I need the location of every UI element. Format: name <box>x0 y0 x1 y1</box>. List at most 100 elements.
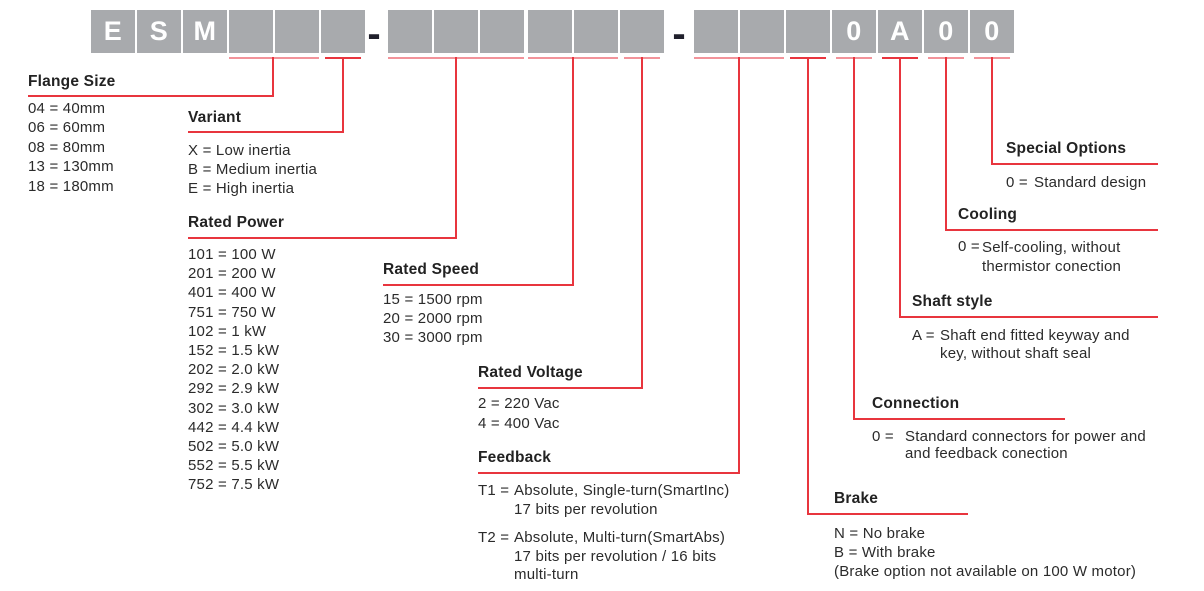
brake-item: N = No brake <box>834 525 926 542</box>
rated-speed-item: 15 = 1500 rpm <box>383 291 483 308</box>
section-title-brake: Brake <box>834 490 879 507</box>
cooling-code: 0 = <box>958 238 980 255</box>
code-box-brake <box>786 10 830 53</box>
connector-variant-vertical <box>342 57 344 131</box>
section-title-special-options: Special Options <box>1006 140 1127 157</box>
rated-power-item: 201 = 200 W <box>188 265 276 283</box>
connection-line: Standard connectors for power and <box>905 428 1146 445</box>
rated-power-items: 101 = 100 W 201 = 200 W 401 = 400 W 751 … <box>188 245 279 495</box>
rated-power-item: 102 = 1 kW <box>188 322 267 340</box>
section-title-rated-speed: Rated Speed <box>383 261 480 278</box>
underline-power <box>188 237 457 239</box>
code-box-flange-1 <box>229 10 273 53</box>
connection-option: 0 = Standard connectors for power and an… <box>872 428 1146 462</box>
rated-power-item: 401 = 400 W <box>188 284 276 302</box>
rated-power-item: 302 = 3.0 kW <box>188 399 280 417</box>
flange-size-items: 04 = 40mm 06 = 60mm 08 = 80mm 13 = 130mm… <box>28 99 114 196</box>
connector-connection-vertical <box>853 57 855 418</box>
connector-speed-vertical <box>572 57 574 284</box>
rated-speed-item: 20 = 2000 rpm <box>383 310 483 327</box>
code-box-variant <box>321 10 365 53</box>
shaft-style-option: A = Shaft end fitted keyway and key, wit… <box>912 327 1130 362</box>
section-title-feedback: Feedback <box>478 449 552 466</box>
connector-brake-vertical <box>807 57 809 513</box>
connector-voltage-vertical <box>641 57 643 387</box>
cooling-description: Self-cooling, without thermistor conecti… <box>982 238 1121 276</box>
section-title-rated-voltage: Rated Voltage <box>478 364 583 381</box>
feedback-t1-description: Absolute, Single-turn(SmartInc) 17 bits … <box>514 482 729 519</box>
section-title-cooling: Cooling <box>958 206 1018 223</box>
rated-power-item: 502 = 5.0 kW <box>188 438 280 456</box>
flange-size-item: 13 = 130mm <box>28 158 114 176</box>
rated-power-item: 152 = 1.5 kW <box>188 342 280 360</box>
special-options-description: Standard design <box>1034 174 1146 193</box>
bar-flange <box>229 57 319 59</box>
underline-feedback <box>478 472 740 474</box>
rated-power-item: 442 = 4.4 kW <box>188 418 280 436</box>
underline-brake <box>807 513 968 515</box>
brake-item: (Brake option not available on 100 W mot… <box>834 563 1137 580</box>
section-title-connection: Connection <box>872 395 960 412</box>
code-box-power-3 <box>480 10 524 53</box>
shaft-style-line: Shaft end fitted keyway and <box>940 327 1130 344</box>
underline-special <box>991 163 1158 165</box>
code-box-connection: 0 <box>832 10 876 53</box>
connection-line: and feedback conection <box>905 445 1068 462</box>
code-box-speed-1 <box>528 10 572 53</box>
shaft-style-code: A = <box>912 327 935 344</box>
special-options-option: 0 = Standard design <box>1006 174 1146 193</box>
underline-speed <box>383 284 574 286</box>
feedback-option-t1: T1 = Absolute, Single-turn(SmartInc) 17 … <box>478 482 729 519</box>
code-box-brand-e: E <box>91 10 135 53</box>
variant-item: B = Medium inertia <box>188 161 318 178</box>
feedback-t2-description: Absolute, Multi-turn(SmartAbs) 17 bits p… <box>514 529 725 585</box>
code-box-flange-2 <box>275 10 319 53</box>
special-options-line: Standard design <box>1034 174 1147 191</box>
code-box-brand-m: M <box>183 10 227 53</box>
feedback-t1-line: Absolute, Single-turn(SmartInc) <box>514 482 730 499</box>
feedback-option-t2: T2 = Absolute, Multi-turn(SmartAbs) 17 b… <box>478 529 725 585</box>
code-box-feedback-2 <box>740 10 784 53</box>
underline-voltage <box>478 387 643 389</box>
flange-size-item: 18 = 180mm <box>28 177 114 195</box>
code-box-special: 0 <box>970 10 1014 53</box>
brake-item: B = With brake <box>834 544 936 561</box>
code-box-cooling: 0 <box>924 10 968 53</box>
rated-power-item: 751 = 750 W <box>188 303 276 321</box>
variant-items: X = Low inertia B = Medium inertia E = H… <box>188 141 317 198</box>
code-box-power-2 <box>434 10 478 53</box>
connection-description: Standard connectors for power and and fe… <box>905 428 1146 462</box>
underline-connection <box>853 418 1065 420</box>
code-box-shaft: A <box>878 10 922 53</box>
flange-size-item: 04 = 40mm <box>28 100 106 117</box>
connector-shaft-vertical <box>899 57 901 316</box>
connector-cooling-vertical <box>945 57 947 229</box>
section-title-flange-size: Flange Size <box>28 73 116 90</box>
code-box-speed-2 <box>574 10 618 53</box>
flange-size-item: 06 = 60mm <box>28 119 106 137</box>
code-separator-dash-2: - <box>672 12 686 56</box>
rated-power-item: 552 = 5.5 kW <box>188 457 280 475</box>
rated-power-item: 292 = 2.9 kW <box>188 380 280 398</box>
cooling-option: 0 = Self-cooling, without thermistor con… <box>958 238 1121 276</box>
brake-items: N = No brake B = With brake (Brake optio… <box>834 524 1136 581</box>
section-title-shaft-style: Shaft style <box>912 293 993 310</box>
feedback-t1-line: 17 bits per revolution <box>514 500 658 518</box>
feedback-t2-line: Absolute, Multi-turn(SmartAbs) <box>514 529 726 546</box>
special-options-code: 0 = <box>1006 174 1028 191</box>
underline-cooling <box>945 229 1158 231</box>
code-box-voltage <box>620 10 664 53</box>
rated-power-item: 101 = 100 W <box>188 246 276 263</box>
code-box-power-1 <box>388 10 432 53</box>
code-box-feedback-1 <box>694 10 738 53</box>
rated-speed-items: 15 = 1500 rpm 20 = 2000 rpm 30 = 3000 rp… <box>383 290 483 347</box>
code-separator-dash-1: - <box>367 12 381 56</box>
connection-code: 0 = <box>872 428 894 445</box>
cooling-line: thermistor conection <box>982 258 1122 275</box>
rated-voltage-items: 2 = 220 Vac 4 = 400 Vac <box>478 394 560 433</box>
code-box-brand-s: S <box>137 10 181 53</box>
shaft-style-description: Shaft end fitted keyway and key, without… <box>940 327 1130 362</box>
rated-voltage-item: 4 = 400 Vac <box>478 414 560 432</box>
section-title-rated-power: Rated Power <box>188 214 285 231</box>
